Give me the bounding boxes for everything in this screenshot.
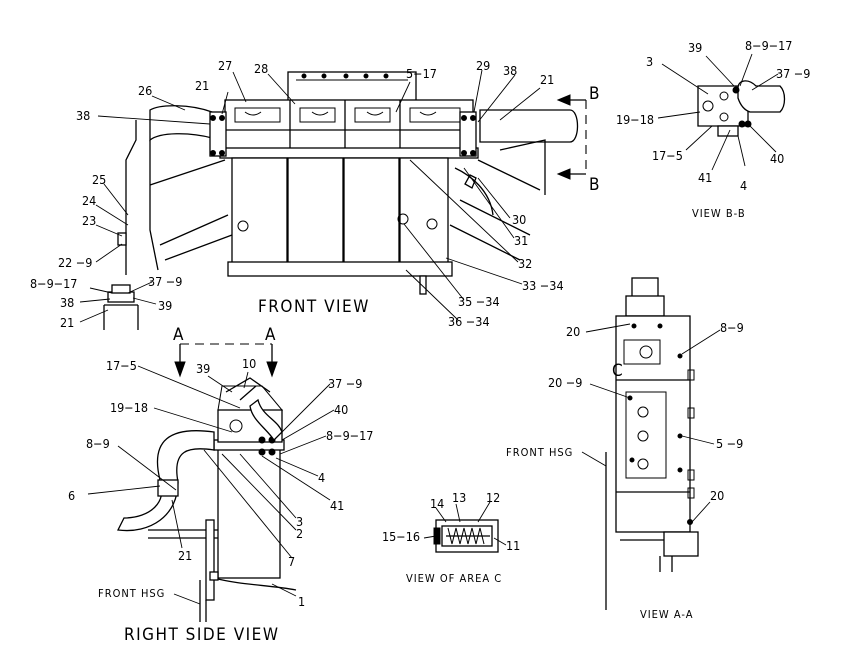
callout: 1 [298,594,305,609]
callout: 8−9−17 [745,38,792,53]
right-side-view-title: RIGHT SIDE VIEW [124,625,279,645]
front-view-drawing [103,71,579,330]
callout: 39 [158,298,172,313]
callout: 19−18 [616,112,654,127]
callout: 39 [688,40,702,55]
callout: 20 [566,324,580,339]
callout: 17−5 [106,358,137,373]
callout: 21 [195,78,209,93]
section-a-label-left: A [173,325,185,345]
view-a-a-title: VIEW A-A [640,608,694,621]
view-b-b-title: VIEW B-B [692,207,746,220]
view-area-c-title: VIEW OF AREA C [406,572,502,585]
section-b-marker [556,94,587,180]
callout: 35 −34 [458,294,500,309]
callout: 5 −9 [716,436,743,451]
callout: 20 [710,488,724,503]
callout: 24 [82,193,96,208]
callout: 26 [138,83,152,98]
callout: 32 [518,256,532,271]
callout: 37 −9 [776,66,810,81]
callout: 21 [60,315,74,330]
callout: 8−9−17 [30,276,77,291]
callout: 31 [514,233,528,248]
callout: 8−9−17 [326,428,373,443]
callout: 21 [540,72,554,87]
callout: 22 −9 [58,255,92,270]
callout: 17−5 [652,148,683,163]
callout: 14 [430,496,444,511]
callout: 39 [196,361,210,376]
callout: 40 [770,151,784,166]
callout: 13 [452,490,466,505]
callout: 36 −34 [448,314,490,329]
section-a-marker [174,343,278,378]
callout: 3 [296,514,303,529]
callout: 8−9 [720,320,744,335]
callout: 29 [476,58,490,73]
callout: 38 [503,63,517,78]
callout: 21 [178,548,192,563]
callout: 2 [296,526,303,541]
callout: 11 [506,538,520,553]
callout: 40 [334,402,348,417]
callout: 37 −9 [328,376,362,391]
callout: 19−18 [110,400,148,415]
section-a-label-right: A [265,325,277,345]
section-b-label-bottom: B [589,175,601,195]
callout: 15−16 [382,529,420,544]
callout: 38 [60,295,74,310]
callout: 6 [68,488,75,503]
callout: 37 −9 [148,274,182,289]
callout: 3 [646,54,653,69]
callout: 25 [92,172,106,187]
front-hsg-label: FRONT HSG [98,587,165,600]
callout: 23 [82,213,96,228]
callout: 5−17 [406,66,437,81]
callout: 12 [486,490,500,505]
leader-lines [79,53,779,605]
callout: 41 [330,498,344,513]
callout: 8−9 [86,436,110,451]
callout: 4 [740,178,747,193]
callout: 30 [512,212,526,227]
area-c-marker: C [612,361,624,381]
view-area-c-drawing [433,519,499,553]
right-side-view-drawing [117,377,297,622]
front-hsg-label-a-a: FRONT HSG [506,446,573,459]
callout: 20 −9 [548,375,582,390]
callout: 38 [76,108,90,123]
view-b-b-drawing [697,80,786,137]
callout: 7 [288,554,295,569]
front-view-title: FRONT VIEW [258,297,370,317]
callout: 33 −34 [522,278,564,293]
section-b-label-top: B [589,84,601,104]
callout: 4 [318,470,325,485]
callout: 27 [218,58,232,73]
callout: 28 [254,61,268,76]
callout: 10 [242,356,256,371]
callout: 41 [698,170,712,185]
view-a-a-drawing [605,277,699,610]
